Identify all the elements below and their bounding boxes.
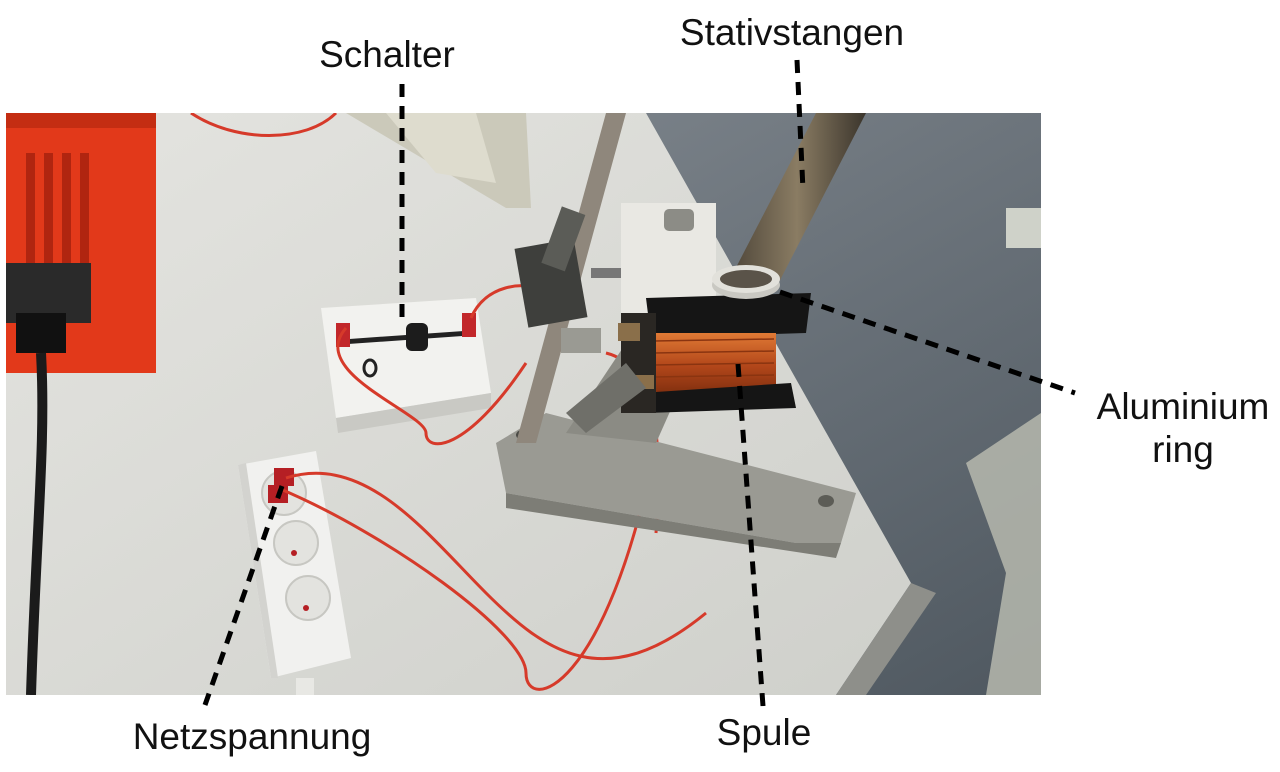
label-netzspannung: Netzspannung [132, 716, 372, 757]
clamp [514, 206, 646, 353]
stativstangen-leader-line [794, 59, 806, 191]
label-spule: Spule [716, 712, 812, 753]
label-schalter: Schalter [319, 34, 455, 75]
label-aluminiumring-line1: Aluminium [1096, 386, 1270, 427]
aluminiumring-leader-line [779, 289, 1076, 396]
chair-rail [1006, 208, 1041, 248]
chair-frame [966, 413, 1041, 695]
netzspannung-leader-line [202, 485, 285, 706]
coil-assembly [566, 203, 811, 433]
power-supply [6, 113, 156, 373]
label-aluminiumring: Aluminium ring [1088, 386, 1278, 471]
switch-box [321, 298, 491, 433]
table-edge [836, 583, 936, 695]
label-stativstangen: Stativstangen [679, 12, 905, 53]
aluminium-ring [712, 265, 780, 299]
stand-rods [728, 113, 866, 288]
experiment-photo [6, 113, 1041, 695]
spule-leader-line [735, 363, 766, 707]
power-cable [26, 352, 48, 695]
wire-top [190, 113, 338, 137]
label-aluminiumring-line2: ring [1152, 428, 1214, 470]
